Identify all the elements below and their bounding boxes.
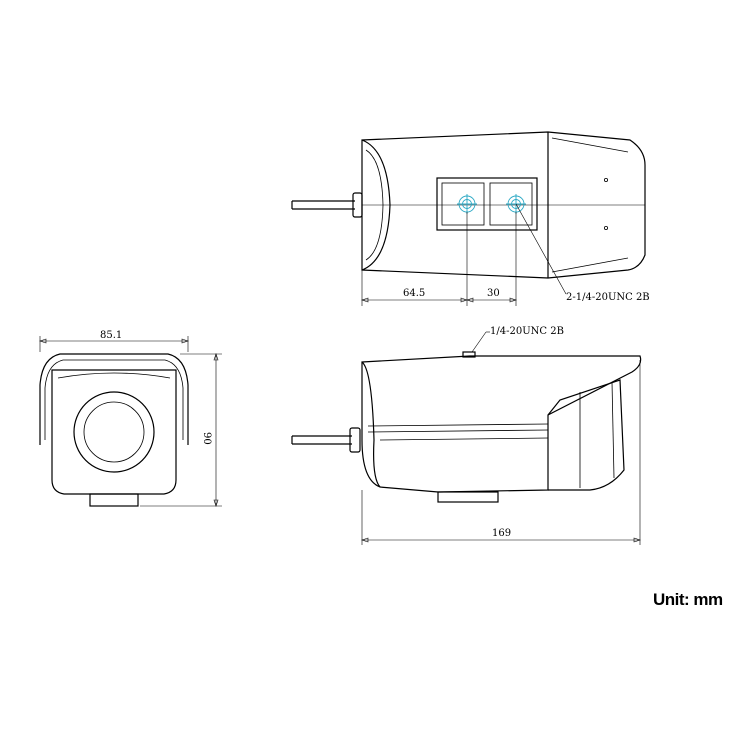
top-view: [291, 131, 646, 306]
mount-hole-left: [457, 194, 477, 214]
dim-front-width: 85.1: [100, 330, 122, 341]
dim-side-length: 169: [492, 528, 511, 539]
callout-side-mount: 1/4-20UNC 2B: [490, 326, 564, 337]
dim-top-offset: 64.5: [403, 288, 425, 299]
dim-top-spacing: 30: [487, 288, 500, 299]
dim-front-height: 90: [201, 432, 212, 445]
front-view: [39, 336, 222, 507]
side-view: [291, 331, 642, 545]
callout-top-mount: 2-1/4-20UNC 2B: [566, 292, 650, 303]
unit-label: Unit: mm: [653, 590, 723, 609]
